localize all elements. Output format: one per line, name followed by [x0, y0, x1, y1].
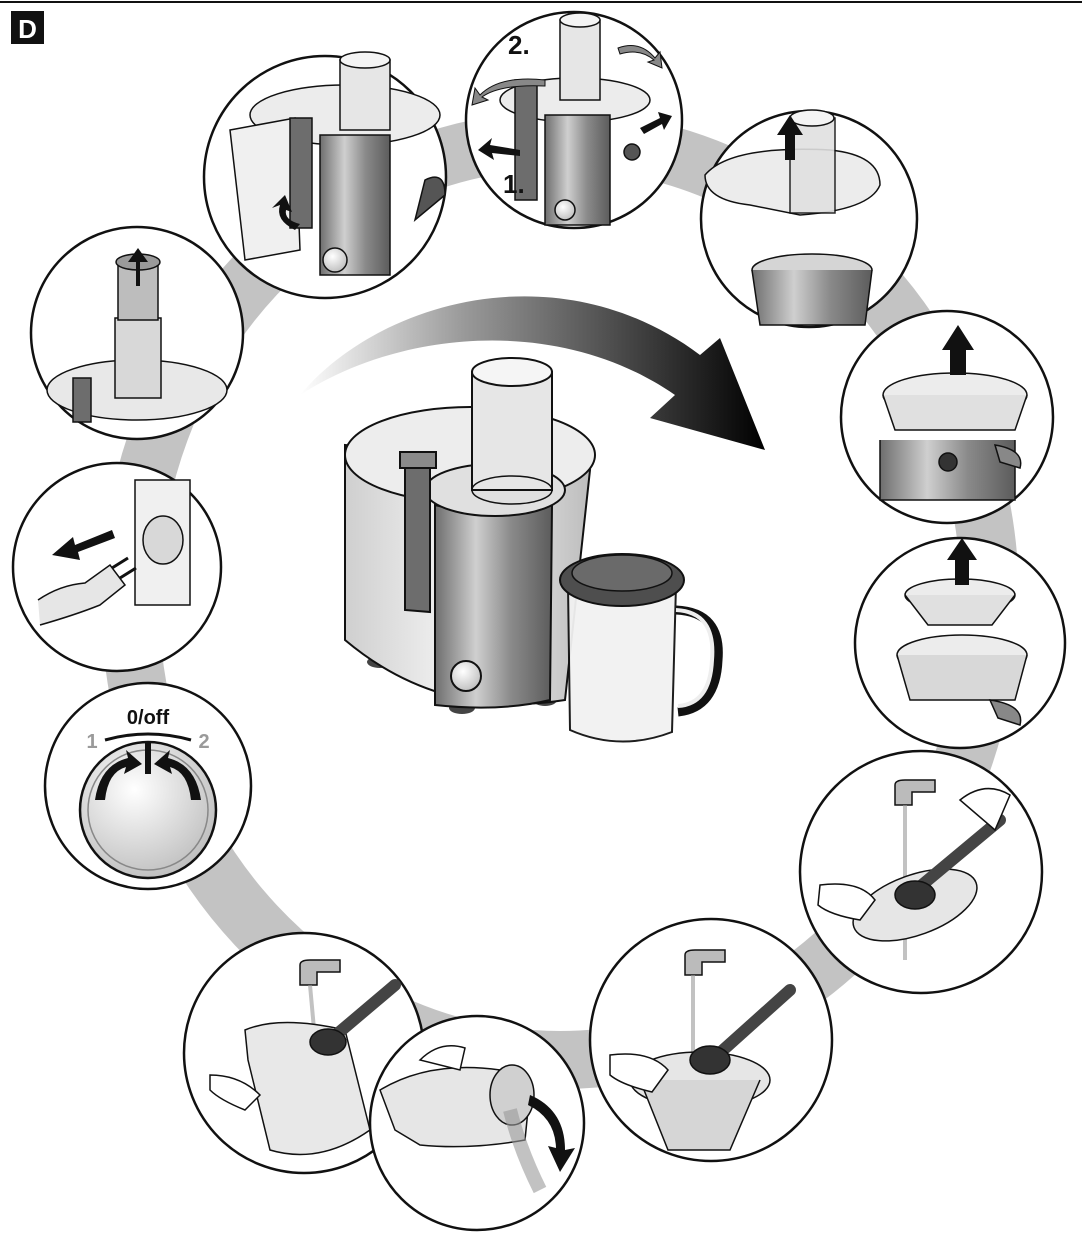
- step-brush-filter-rinse: [798, 749, 1044, 995]
- dial-pointer: [145, 742, 151, 774]
- turn-left-arrow-icon: [95, 750, 142, 800]
- curve-arrow-icon-2: [617, 45, 663, 69]
- step-label-first: 1.: [503, 169, 525, 199]
- step-filter-ring-lift: [839, 309, 1055, 525]
- up-arrow-icon: [777, 115, 803, 160]
- pour-arrow-icon: [528, 1095, 575, 1172]
- step-lid-lift-off: [699, 109, 919, 329]
- step-label-second: 2.: [508, 30, 530, 60]
- step-filter-basket-lift: [853, 536, 1067, 750]
- left-arrow-icon: [52, 530, 115, 560]
- section-badge: D: [11, 11, 44, 44]
- dial-left-label: 1: [86, 731, 97, 753]
- step-brush-basket-rinse: [588, 917, 834, 1163]
- step-pulp-container-rinse: [182, 931, 426, 1175]
- step-lid-handle-release: [202, 51, 448, 300]
- step-unplug: [11, 461, 223, 673]
- dial-off-label: 0/off: [127, 707, 170, 729]
- swing-arrow-icon: [640, 112, 672, 134]
- turn-right-arrow-icon: [154, 750, 201, 800]
- dial-right-label: 2: [198, 731, 209, 753]
- up-arrow-icon: [947, 538, 977, 585]
- pull-arrow-icon: [478, 138, 520, 160]
- up-arrow-icon: [942, 325, 974, 375]
- step-pulp-container-empty: [368, 1014, 586, 1232]
- up-arrow-icon: [128, 248, 148, 286]
- step-pusher-lift: [29, 225, 245, 441]
- juicer-illustration: [344, 357, 723, 743]
- section-letter: D: [18, 14, 37, 44]
- step-dial-off: 0/off 1 2: [43, 681, 253, 891]
- curve-arrow-icon: [471, 78, 546, 106]
- direction-arrow-icon: [300, 296, 765, 450]
- step-lid-unlock-rotate: 2. 1.: [464, 10, 684, 230]
- rotate-arrow-icon: [272, 195, 300, 230]
